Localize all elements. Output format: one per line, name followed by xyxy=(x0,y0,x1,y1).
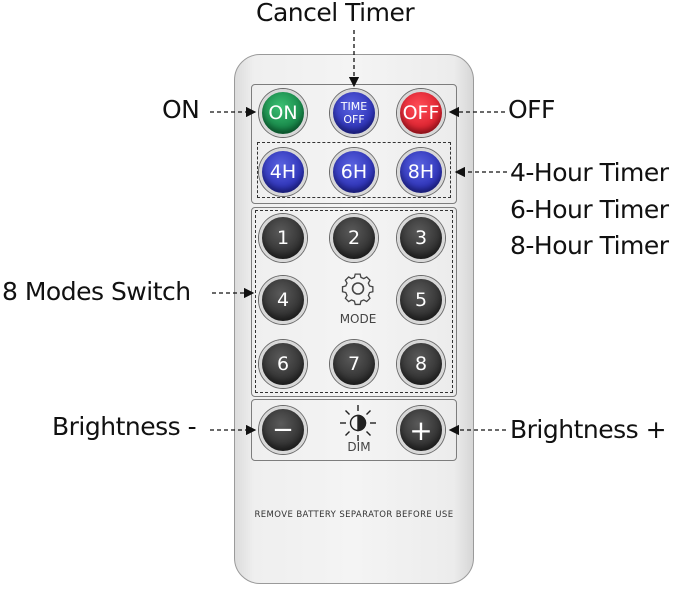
timer-4h-label: 4-Hour Timer xyxy=(510,158,669,187)
dim-caption: DIM xyxy=(347,440,371,454)
gear-icon xyxy=(341,273,374,306)
sun-half-icon xyxy=(340,405,376,441)
brightness-up-button[interactable]: + xyxy=(397,406,445,454)
mode-7-button[interactable]: 7 xyxy=(330,340,378,388)
mode-8-button[interactable]: 8 xyxy=(397,340,445,388)
timer-group-outline xyxy=(257,142,451,198)
brightness-down-button[interactable]: − xyxy=(259,406,307,454)
mode-panel xyxy=(251,207,457,397)
on-label: ON xyxy=(162,95,200,124)
mode-4-button[interactable]: 4 xyxy=(259,276,307,324)
off-button[interactable]: OFF xyxy=(397,89,445,137)
modes-switch-label: 8 Modes Switch xyxy=(2,277,191,306)
timer-6h-button[interactable]: 6H xyxy=(330,148,378,196)
timer-6h-label: 6-Hour Timer xyxy=(510,195,669,224)
mode-group-outline xyxy=(255,210,453,393)
mode-caption: MODE xyxy=(339,312,377,326)
on-button[interactable]: ON xyxy=(259,89,307,137)
mode-3-button[interactable]: 3 xyxy=(397,214,445,262)
mode-6-button[interactable]: 6 xyxy=(259,340,307,388)
mode-1-button[interactable]: 1 xyxy=(259,214,307,262)
timer-8h-button[interactable]: 8H xyxy=(397,148,445,196)
battery-warning: REMOVE BATTERY SEPARATOR BEFORE USE xyxy=(254,510,454,520)
cancel-timer-label: Cancel Timer xyxy=(256,0,415,27)
brightness-down-label: Brightness - xyxy=(52,412,197,441)
timer-4h-button[interactable]: 4H xyxy=(259,148,307,196)
mode-5-button[interactable]: 5 xyxy=(397,276,445,324)
off-label: OFF xyxy=(508,95,555,124)
brightness-up-label: Brightness + xyxy=(510,415,667,444)
timer-8h-label: 8-Hour Timer xyxy=(510,231,669,260)
mode-2-button[interactable]: 2 xyxy=(330,214,378,262)
